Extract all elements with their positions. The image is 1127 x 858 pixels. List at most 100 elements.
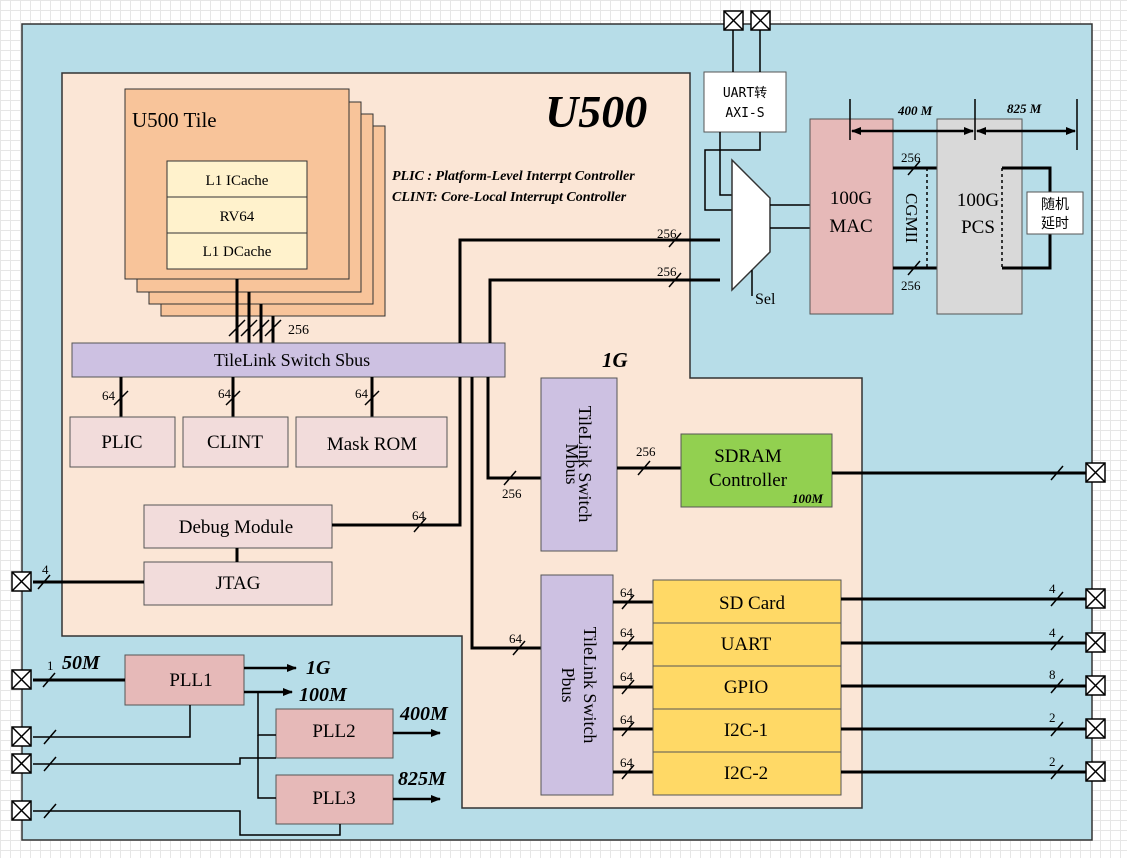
i2c2-label: I2C-2: [724, 763, 768, 784]
width-label-mux-a: 256: [657, 226, 677, 241]
delay-line1: 随机: [1041, 197, 1069, 213]
width-label-jtag: 4: [42, 562, 49, 577]
pins: [11, 10, 1106, 821]
mac-box: [809, 118, 894, 315]
sd-card-box: [652, 579, 842, 624]
pbus-sublabel: Pbus: [558, 667, 578, 702]
plic-label: PLIC: [101, 432, 142, 453]
clk-out-1g: 1G: [306, 657, 331, 679]
l1-icache-box: [166, 160, 308, 198]
pin-i2c1: [1085, 718, 1106, 739]
width-label-i2c2: 64: [620, 755, 634, 770]
sdram-label-line: SDRAM: [714, 446, 782, 467]
cgmii-label: CGMII: [902, 193, 921, 243]
pin-jtag: [11, 571, 32, 592]
pin-uart-rx: [750, 10, 771, 31]
l1-dcache-box: [166, 232, 308, 270]
mbus-label: TileLink Switch: [575, 406, 595, 523]
pin-width-i2c2: 2: [1049, 754, 1056, 769]
sd-card-label: SD Card: [719, 593, 785, 614]
plic-box: [69, 416, 176, 468]
tile-sbus-links: [228, 279, 282, 343]
pll2-label: PLL2: [312, 721, 355, 742]
uart-axis-line1: UART转: [723, 86, 767, 101]
pin-gpio: [1085, 675, 1106, 696]
soc-title: U500: [545, 86, 647, 137]
pll1-box: [124, 654, 245, 706]
sbus-box: [71, 342, 506, 378]
pcs-line2: PCS: [961, 217, 995, 238]
width-label-sdram: 256: [636, 444, 656, 459]
note-plic: PLIC : Platform-Level Interrpt Controlle…: [392, 169, 635, 184]
rv64-box: [166, 196, 308, 234]
uart-label: UART: [721, 634, 772, 655]
width-label-mux-b: 256: [657, 264, 677, 279]
delay-line2: 延时: [1041, 216, 1069, 232]
width-label-uart: 64: [620, 625, 634, 640]
sbus-label: TileLink Switch Sbus: [214, 350, 370, 370]
pin-rst-3: [11, 800, 32, 821]
pin-i2c2: [1085, 761, 1106, 782]
pcs-line1: 100G: [957, 190, 1000, 211]
mac-line1: 100G: [830, 188, 873, 209]
uart-axis-line2: AXI-S: [725, 106, 764, 121]
pll3-label: PLL3: [312, 788, 355, 809]
pbus-io-links: [613, 594, 653, 780]
gpio-box: [652, 665, 842, 710]
width-label-clint: 64: [218, 386, 232, 401]
io-pin-links: [841, 591, 1086, 780]
clk-out-100m: 100M: [299, 684, 348, 706]
width-label-i2c1: 64: [620, 712, 634, 727]
pll3-box: [275, 774, 394, 825]
debug-module-box: [143, 504, 333, 549]
sbus-peripheral-links: [113, 377, 380, 417]
pin-uart: [1085, 632, 1106, 653]
i2c1-box: [652, 708, 842, 753]
pin-width-sd: 4: [1049, 581, 1056, 596]
mask-rom-label: Mask ROM: [327, 434, 417, 455]
pbus-label: TileLink Switch: [580, 627, 600, 744]
pin-width-uart: 4: [1049, 625, 1056, 640]
pin-clk-50m: [11, 669, 32, 690]
width-label-tile: 256: [288, 323, 309, 338]
mac-line2: MAC: [829, 216, 872, 237]
freq-1g-label: 1G: [602, 348, 628, 372]
pll-in-width: 1: [47, 658, 54, 673]
pin-width-i2c1: 2: [1049, 710, 1056, 725]
mbus-sublabel: Mbus: [562, 443, 582, 484]
width-label-pbus: 64: [509, 631, 523, 646]
sdram-label-line2: Controller: [709, 470, 788, 491]
mbus-box: [540, 377, 618, 552]
pcs-box: [936, 118, 1023, 315]
pbus-box: [540, 574, 614, 796]
debug-module-label: Debug Module: [179, 517, 294, 538]
tile-title: U500 Tile: [132, 108, 217, 132]
width-label-mbus: 256: [502, 486, 522, 501]
pin-rst-2: [11, 753, 32, 774]
mask-rom-box: [295, 416, 448, 468]
clk-out-825m: 825M: [398, 768, 447, 790]
pll2-box: [275, 708, 394, 759]
i2c1-label: I2C-1: [724, 720, 768, 741]
pin-uart-tx: [723, 10, 744, 31]
axis-mux: [731, 158, 771, 292]
rv64-label: RV64: [220, 209, 255, 225]
cgmii-width-bottom: 256: [901, 278, 921, 293]
random-delay-box: [1026, 191, 1084, 235]
pin-sdram: [1085, 462, 1106, 483]
freq-825m-domain: 825 M: [1007, 101, 1042, 116]
sdram-freq: 100M: [792, 491, 824, 506]
pll1-label: PLL1: [169, 670, 212, 691]
pin-width-gpio: 8: [1049, 667, 1056, 682]
width-label-rom: 64: [355, 386, 369, 401]
clint-box: [182, 416, 289, 468]
mux-sel-label: Sel: [755, 291, 776, 308]
clk-in-50m: 50M: [62, 652, 101, 674]
pin-rst-1: [11, 726, 32, 747]
width-label-debug: 64: [412, 508, 426, 523]
freq-400m-domain: 400 M: [897, 103, 933, 118]
uart-axis-box: [703, 71, 787, 133]
width-label-gpio: 64: [620, 669, 634, 684]
pin-sd-card: [1085, 588, 1106, 609]
